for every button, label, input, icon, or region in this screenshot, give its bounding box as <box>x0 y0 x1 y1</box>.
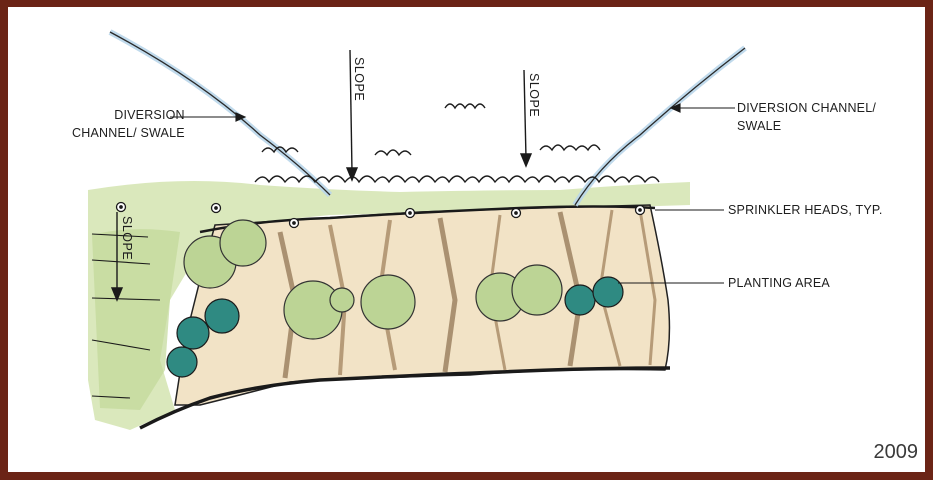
diversion-channels <box>110 32 745 205</box>
label-diversion-left: DIVERSION CHANNEL/ SWALE <box>72 106 185 142</box>
label-diversion-left-line2: CHANNEL/ SWALE <box>72 124 185 142</box>
label-planting-area: PLANTING AREA <box>728 274 830 292</box>
label-slope-side: SLOPE <box>120 216 134 260</box>
label-diversion-right-line2: SWALE <box>737 117 876 135</box>
label-slope-top-left: SLOPE <box>352 57 366 101</box>
label-diversion-right-line1: DIVERSION CHANNEL/ <box>737 99 876 117</box>
year-label: 2009 <box>874 441 919 464</box>
label-diversion-right: DIVERSION CHANNEL/ SWALE <box>737 99 876 135</box>
label-diversion-left-line1: DIVERSION <box>72 106 185 124</box>
label-slope-top-right: SLOPE <box>527 73 541 117</box>
label-sprinkler-heads: SPRINKLER HEADS, TYP. <box>728 201 883 219</box>
